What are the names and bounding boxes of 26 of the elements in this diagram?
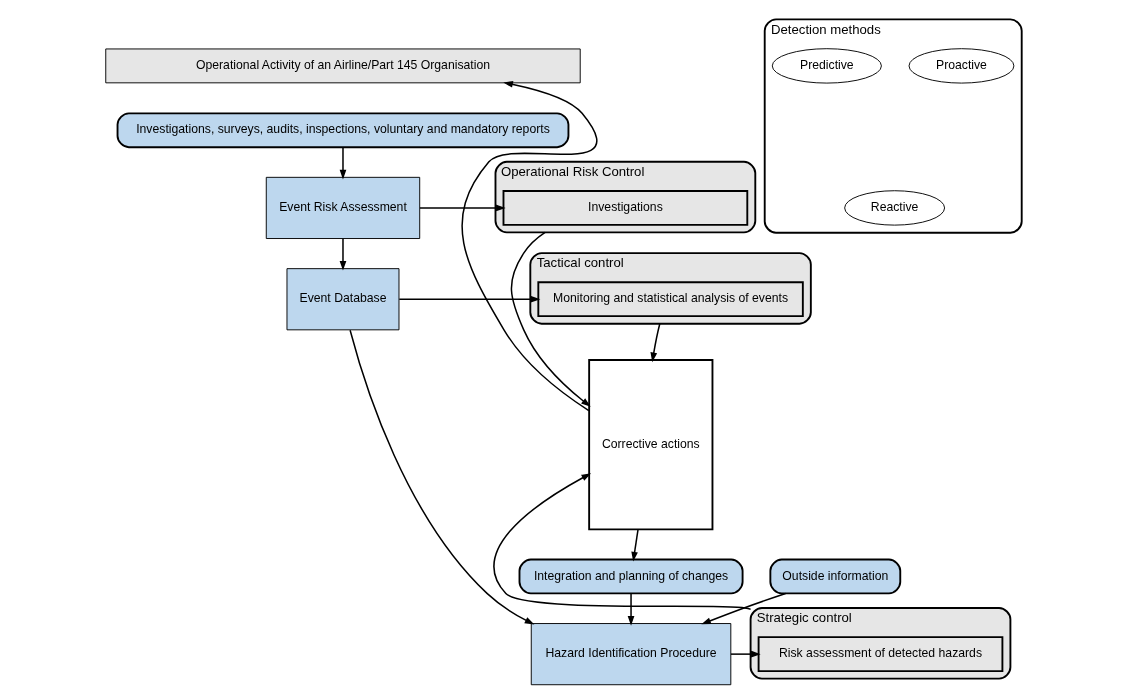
arrow bbox=[630, 528, 639, 562]
node-box: Investigations, surveys, audits, inspections, voluntary and mandatory reports bbox=[116, 112, 569, 149]
arrow bbox=[348, 329, 534, 625]
arrow bbox=[700, 592, 786, 625]
node-ellipse: Reactive bbox=[843, 190, 945, 226]
node-box: Corrective actions bbox=[587, 359, 713, 531]
arrow bbox=[339, 237, 346, 271]
arrow bbox=[339, 146, 346, 180]
arrow bbox=[627, 592, 634, 626]
arrow bbox=[492, 473, 751, 610]
arrow bbox=[649, 322, 661, 363]
arrow bbox=[418, 204, 506, 212]
node-box: Operational Activity of an Airline/Part 145 Organisation bbox=[104, 48, 581, 84]
node-box: Risk assessment of detected hazards bbox=[757, 636, 1003, 672]
arrow bbox=[729, 650, 761, 658]
node-box: Event Risk Assessment bbox=[265, 176, 420, 239]
arrow bbox=[398, 295, 540, 303]
arrow bbox=[460, 81, 598, 412]
node-box: Outside information bbox=[768, 558, 901, 595]
node-box: Investigations bbox=[502, 190, 748, 226]
node-box: Hazard Identification Procedure bbox=[530, 623, 731, 686]
node-box: Monitoring and statistical analysis of events bbox=[536, 281, 804, 318]
node-box: Event Database bbox=[286, 268, 399, 331]
node-ellipse: Proactive bbox=[908, 48, 1014, 84]
node-box: Integration and planning of changes bbox=[518, 558, 744, 595]
node-ellipse: Predictive bbox=[771, 48, 882, 84]
